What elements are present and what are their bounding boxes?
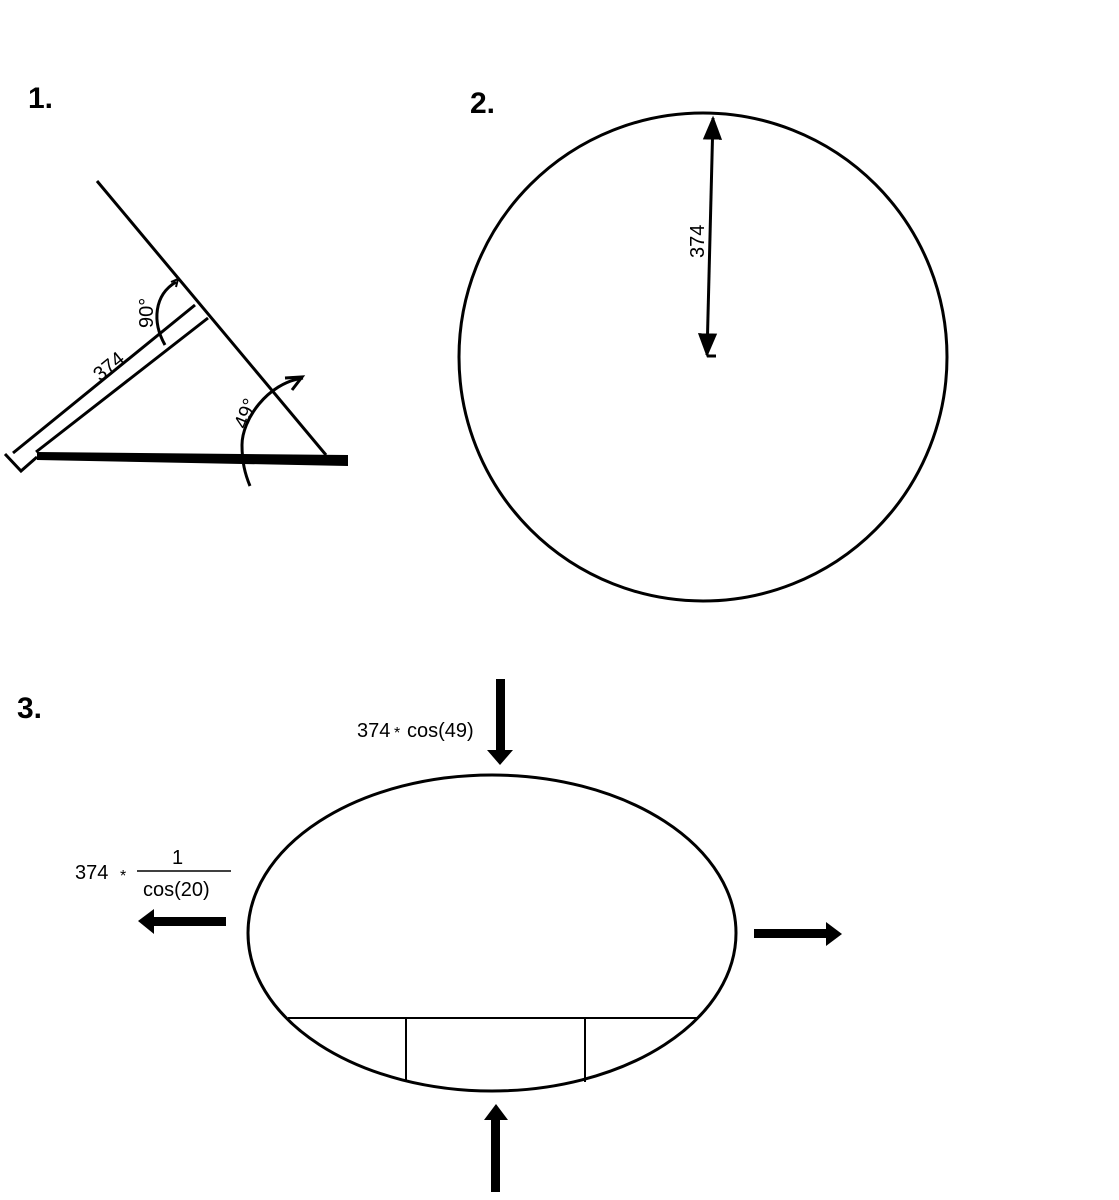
perpendicular-line-inner [35,316,209,454]
right-angle-arrowhead [170,277,180,288]
panel-3: 3. 374 * cos(49) [17,679,842,1192]
perpendicular-end-cap [3,452,38,474]
horizontal-formula-factor: 374 [75,862,108,884]
radius-line [697,115,723,358]
panel-2: 2. 374 [457,87,949,603]
right-angle-label: 90° [136,298,158,328]
left-stretch-arrow [138,909,226,934]
inclined-line [95,180,328,456]
right-angle-arc [155,280,177,346]
radius-label: 374 [687,225,709,258]
vertical-scale-formula: 374 * cos(49) [357,720,474,742]
vertical-formula-factor: 374 [357,720,390,742]
horizontal-formula-operator: * [120,868,126,885]
horizontal-formula-denominator: cos(20) [143,879,210,901]
ground-bar [37,452,348,466]
top-compress-arrow [487,679,513,765]
right-stretch-arrow [754,922,842,946]
tilt-angle-arc [240,376,304,487]
tilt-angle-label: 49° [230,396,262,432]
panel-2-number: 2. [470,87,495,120]
vertical-formula-function: cos(49) [407,720,474,742]
bottom-compress-arrow [484,1104,508,1192]
horizontal-formula-numerator: 1 [172,847,183,869]
projected-ellipse [246,773,738,1093]
vertical-formula-operator: * [394,725,400,742]
tilt-angle-arrowhead [284,375,306,391]
length-label: 374 [89,348,129,386]
panel-3-number: 3. [17,692,42,725]
perpendicular-line-outer [12,303,196,455]
horizontal-scale-formula: 374 * 1 cos(20) [75,847,231,901]
panel-1: 1. 374 90° 49° [3,82,348,487]
panel-1-number: 1. [28,82,53,115]
top-view-circle [457,111,949,603]
